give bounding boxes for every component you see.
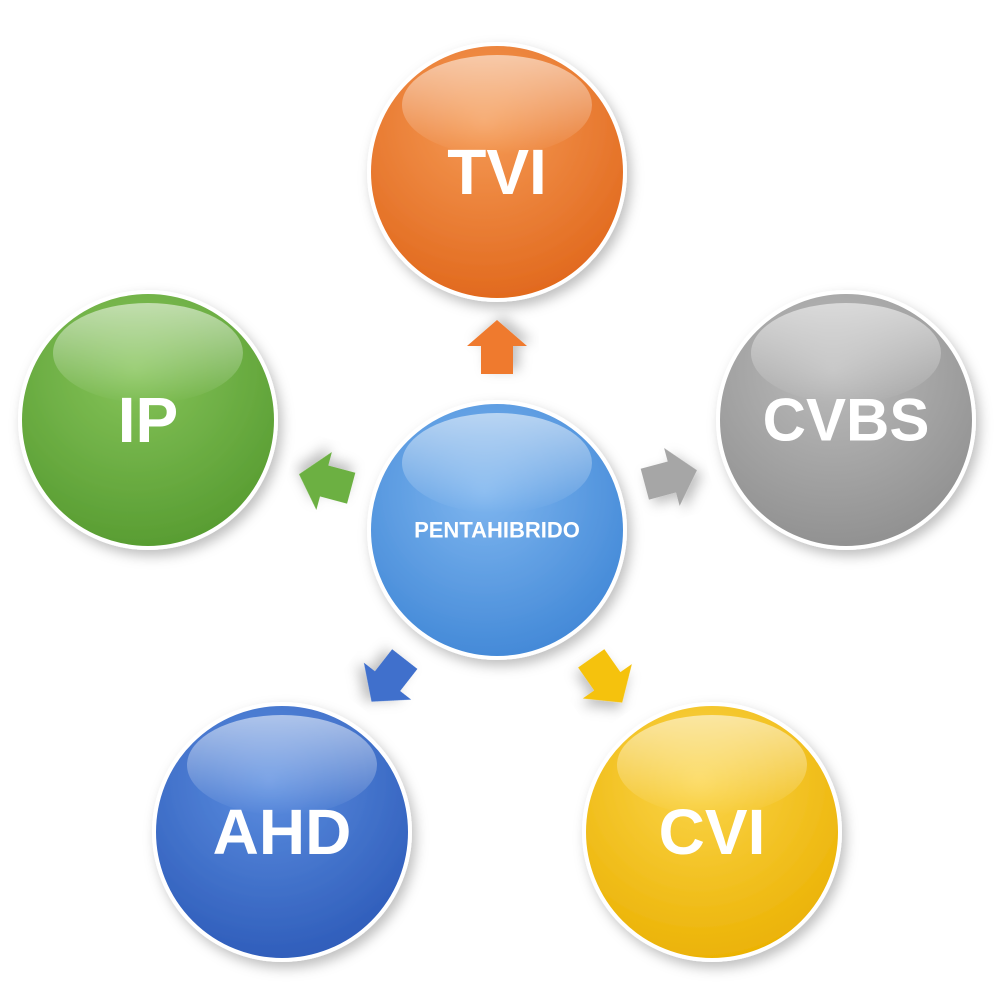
node-tvi: TVI bbox=[367, 42, 627, 302]
node-cvbs: CVBS bbox=[716, 290, 976, 550]
arrow-to-ahd bbox=[363, 649, 418, 702]
node-cvi: CVI bbox=[582, 702, 842, 962]
node-cvbs-label: CVBS bbox=[763, 387, 930, 454]
node-ip: IP bbox=[18, 290, 278, 550]
center-hub-label: PENTAHIBRIDO bbox=[414, 518, 580, 543]
node-tvi-label: TVI bbox=[447, 136, 547, 208]
node-ip-label: IP bbox=[118, 384, 178, 456]
node-cvi-label: CVI bbox=[659, 796, 766, 868]
node-ahd-label: AHD bbox=[213, 796, 352, 868]
arrow-to-cvbs bbox=[640, 447, 697, 506]
arrow-to-cvi bbox=[578, 649, 632, 703]
arrow-to-ip bbox=[299, 451, 356, 510]
center-hub: PENTAHIBRIDO bbox=[367, 400, 627, 660]
arrow-to-tvi bbox=[467, 320, 527, 374]
node-ahd: AHD bbox=[152, 702, 412, 962]
